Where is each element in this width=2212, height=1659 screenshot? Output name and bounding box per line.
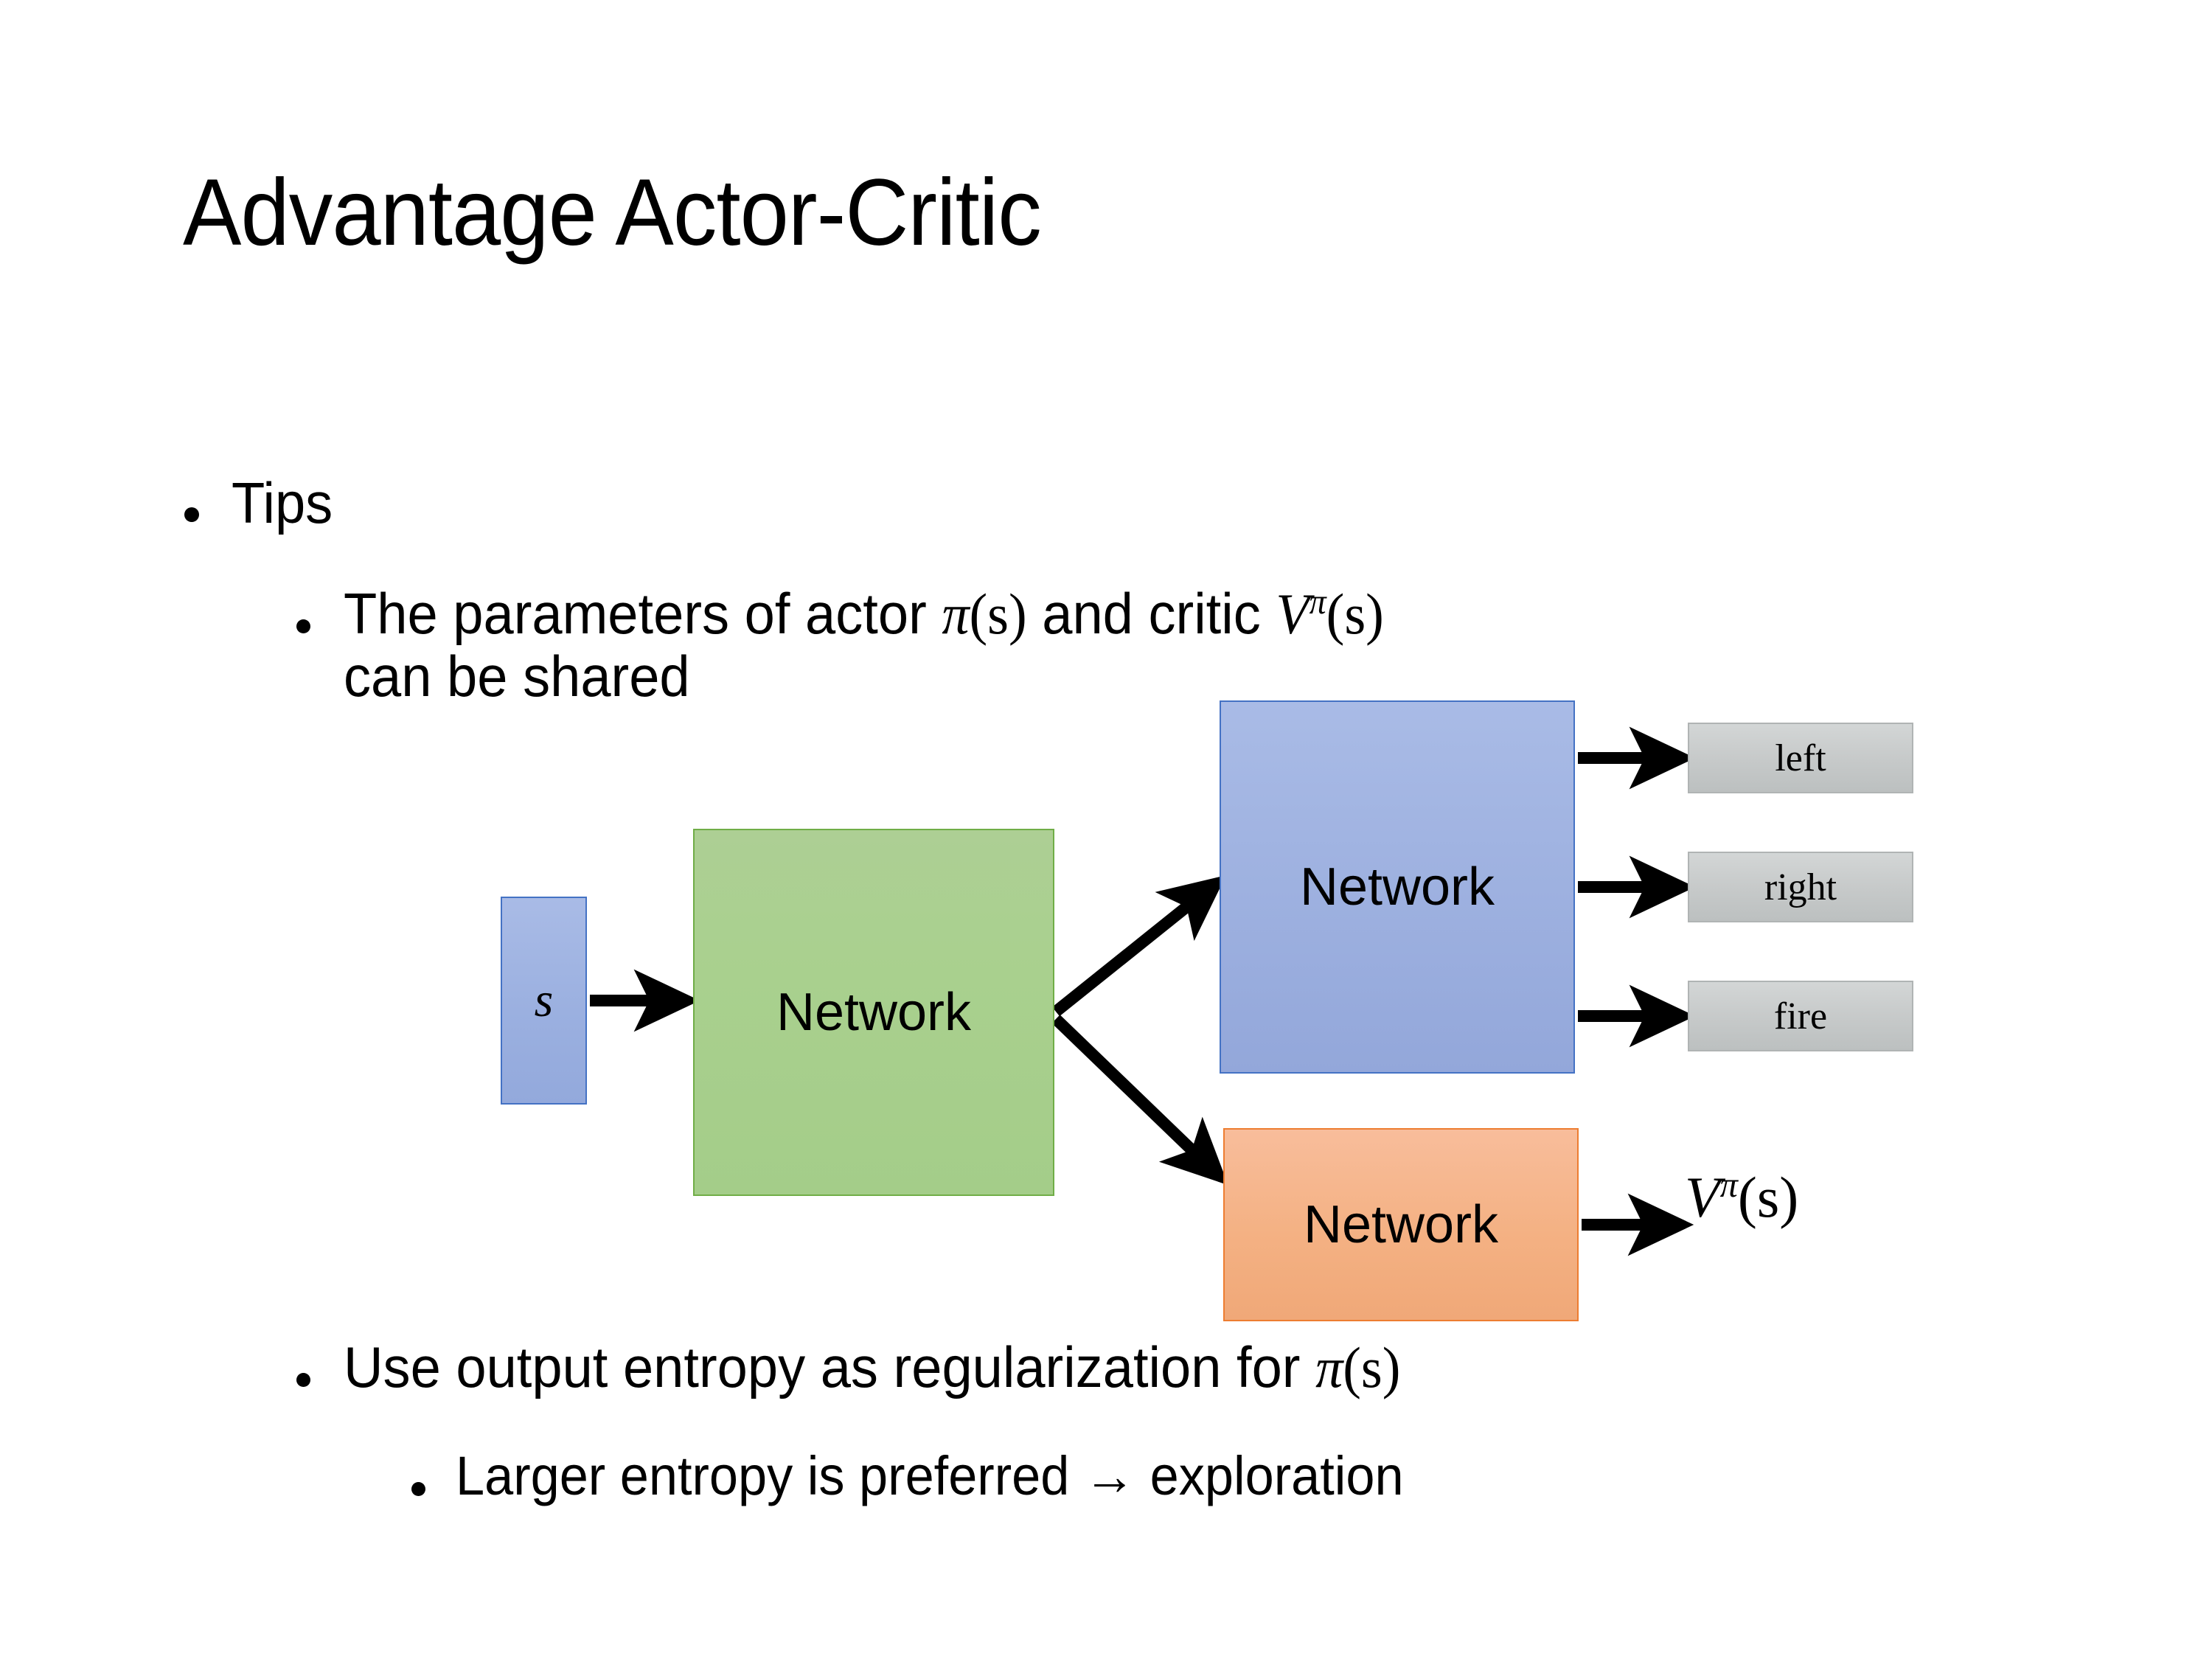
arrow-shared-to-actor [1051,874,1226,1017]
text-segment-prefix: Use output entropy as regularization for [344,1335,1316,1399]
action-output-left-label: left [1775,737,1826,779]
bullet-tips-label: Tips [232,470,333,535]
bullet-dot-icon [296,1373,310,1387]
math-v-superscript-pi: π [1309,582,1326,622]
text-segment-prefix: The parameters of actor [344,581,942,646]
page-title: Advantage Actor-Critic [183,160,1042,265]
critic-network-label: Network [1303,1195,1499,1254]
actor-network-box[interactable]: Network [1220,700,1575,1074]
critic-network-box[interactable]: Network [1223,1128,1579,1321]
bullet-shared-parameters-label: The parameters of actor π(s) and critic … [344,582,1384,707]
bullet-dot-icon [296,619,310,633]
value-argument: (s) [1737,1165,1799,1229]
value-function-output: Vπ(s) [1685,1164,1798,1231]
math-pi-argument: (s) [1343,1335,1401,1399]
shared-network-box[interactable]: Network [693,829,1054,1196]
value-symbol: V [1685,1165,1720,1229]
text-segment-middle: and critic [1026,581,1276,646]
text-segment-line2: can be shared [344,644,690,709]
math-pi-symbol: π [942,582,970,646]
action-output-fire[interactable]: fire [1688,981,1913,1051]
bullet-entropy-regularization-label: Use output entropy as regularization for… [344,1336,1400,1399]
input-state-label: s [534,973,554,1027]
bullet-dot-icon [411,1482,425,1496]
actor-network-label: Network [1299,858,1495,917]
math-pi-argument: (s) [969,582,1027,646]
action-output-right-label: right [1764,866,1837,908]
math-v-symbol: V [1276,582,1310,646]
math-v-argument: (s) [1326,582,1384,646]
shared-network-label: Network [776,983,972,1042]
bullet-larger-entropy-label: Larger entropy is preferred → exploratio… [456,1445,1404,1506]
bullet-dot-icon [184,507,199,522]
arrow-shared-to-critic [1051,1015,1228,1186]
action-output-right[interactable]: right [1688,852,1913,922]
math-pi-symbol: π [1315,1335,1343,1399]
action-output-fire-label: fire [1773,995,1828,1037]
input-state-box[interactable]: s [501,897,587,1105]
value-superscript-pi: π [1719,1166,1738,1205]
action-output-left[interactable]: left [1688,723,1913,793]
